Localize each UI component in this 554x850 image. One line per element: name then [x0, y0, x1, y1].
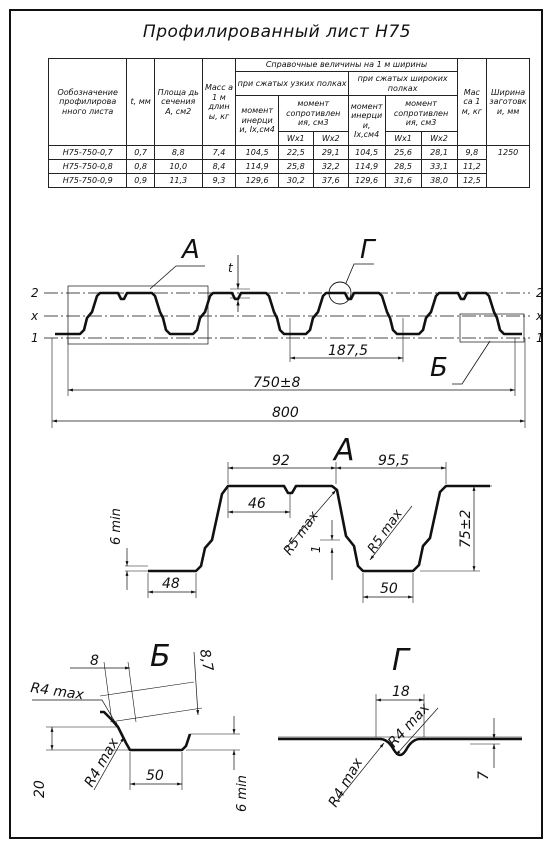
detail-g-circle [328, 281, 352, 305]
cell-wx2: 38,0 [420, 173, 458, 188]
callout-a-leader [149, 265, 205, 290]
detail-b-label: Б [150, 639, 171, 674]
r4-bottom-text: R4 max [326, 755, 367, 810]
cell-wx1: 30,2 [277, 173, 314, 188]
dim-20-text: 20 [32, 780, 48, 798]
callout-a-label: А [180, 235, 200, 265]
cell-mass: 9,3 [201, 173, 237, 188]
detail-a-view [125, 462, 492, 603]
dim-92-text: 92 [272, 453, 290, 469]
header-modulus-narrow: момент сопротивлен ия, см3 [277, 95, 349, 132]
main-profile-view [44, 255, 530, 428]
axis-x-label-left: x [30, 309, 39, 323]
dim-87-line [193, 651, 200, 716]
header-wx2: Wx2 [312, 131, 349, 146]
r4-top-leader [32, 699, 119, 728]
dim-50-text: 50 [380, 581, 398, 597]
cell-inertia: 129,6 [347, 173, 386, 188]
detail-g-profile [278, 737, 522, 757]
axis-1-label-right: 1 [536, 331, 544, 345]
r5-right-text: R5 max [365, 507, 406, 557]
axis-x-label-right: x [535, 309, 544, 323]
dim-18-text: 18 [392, 684, 410, 700]
cell-wx2: 37,6 [312, 173, 349, 188]
dim-7-text: 7 [476, 771, 492, 780]
detail-a-label: А [332, 433, 355, 468]
callout-g-leader [345, 263, 374, 284]
r4-top-text: R4 max [385, 700, 433, 751]
dim-1-text: 1 [309, 545, 323, 553]
ext-line [99, 681, 195, 697]
dim-total-text: 800 [272, 405, 299, 421]
axis-1-label-left: 1 [31, 331, 39, 345]
detail-a-frame [67, 285, 209, 345]
header-inertia-wide: момент инерци и, Ix,см4 [347, 95, 386, 146]
dim-95-text: 95,5 [378, 453, 409, 469]
cell-wx1: 31,6 [384, 173, 422, 188]
dim-46-text: 46 [248, 496, 266, 512]
detail-a-profile [148, 484, 490, 573]
dim-working-text: 750±8 [253, 375, 300, 391]
profile-sheet [55, 291, 522, 336]
r4-top-text: R4 max [29, 680, 85, 703]
detail-b-profile [100, 710, 192, 752]
callout-b-label: Б [430, 353, 448, 383]
cell-blank-width [486, 159, 530, 174]
header-inertia-narrow: момент инерци и, Ix,см4 [235, 95, 279, 146]
ext-line [103, 661, 113, 723]
header-designation: Ообозначение профилирова нного листа [47, 58, 128, 146]
cell-blank-width: 1250 [486, 145, 530, 160]
header-mass-per-m: Масс а 1 м длин ы, кг [201, 58, 237, 146]
cell-blank-width [486, 173, 530, 188]
dim-6-text: 6 min [109, 508, 124, 545]
detail-b-view [32, 651, 240, 791]
r4-bottom-leader [93, 736, 125, 791]
cell-area: 11,3 [153, 173, 203, 188]
properties-table: Ообозначение профилирова нного листа t, … [47, 58, 530, 188]
drawing-title: Профилированный лист Н75 [142, 22, 412, 42]
detail-g-view [278, 694, 522, 801]
t-label: t [228, 261, 234, 275]
r5-left-leader [285, 489, 337, 549]
dim-height-text: 75±2 [458, 509, 474, 548]
header-wide-flanges: при сжатых широких полках [347, 71, 458, 96]
dim-87-text: 8,7 [196, 648, 216, 673]
dim-8-text: 8 [90, 653, 99, 669]
cell-designation: Н75-750-0,9 [47, 173, 128, 188]
detail-g-label: Г [392, 643, 411, 678]
dim-48-text: 48 [162, 576, 180, 592]
cell-inertia: 129,6 [235, 173, 279, 188]
r4-bottom-leader [337, 742, 385, 801]
callout-b-leader [452, 340, 491, 385]
axis-2-label-right: 2 [536, 286, 544, 300]
header-thickness: t, мм [126, 58, 155, 146]
callout-g-label: Г [360, 235, 377, 265]
ext-line [127, 661, 137, 723]
r5-right-leader [369, 505, 413, 561]
r4-bottom-text: R4 max [82, 735, 123, 790]
axis-2-label-left: 2 [31, 286, 39, 300]
header-mass-per-m2: Мас са 1 м, кг [456, 58, 488, 146]
detail-b-frame [459, 313, 525, 343]
r4-top-leader [395, 707, 439, 756]
drawing-frame [9, 9, 543, 839]
dim-pitch-text: 187,5 [328, 343, 368, 359]
dim-6-text: 6 min [235, 775, 250, 812]
header-blank-width: Ширина заготовк и, мм [486, 58, 530, 146]
table-row: Н75-750-0,9 0,9 11,3 9,3 129,6 30,2 37,6… [47, 173, 530, 188]
ext-line [109, 707, 203, 723]
dim-50-text: 50 [146, 768, 164, 784]
